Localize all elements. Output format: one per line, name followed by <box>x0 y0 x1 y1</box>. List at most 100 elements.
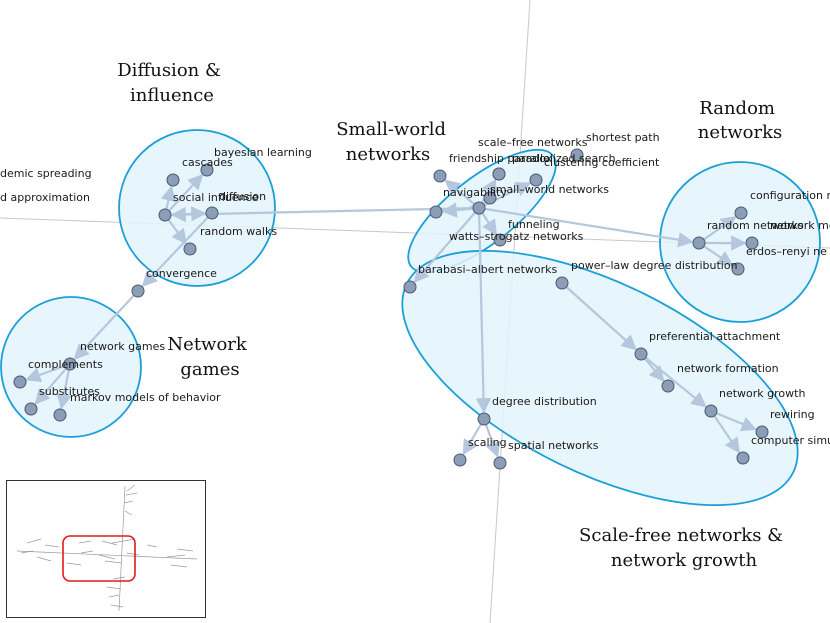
node-navig[interactable] <box>472 201 486 215</box>
edge-netgames-substitutes <box>34 363 71 405</box>
node-label-config[interactable]: configuration m <box>750 189 830 202</box>
node-label-erdos[interactable]: erdos–renyi ne <box>746 245 827 258</box>
node-barabasi[interactable] <box>403 280 417 294</box>
node-label-degree[interactable]: degree distribution <box>492 395 597 408</box>
node-spatial[interactable] <box>493 456 507 470</box>
minimap-mark <box>125 492 138 496</box>
node-randnet[interactable] <box>692 236 706 250</box>
node-label-complements[interactable]: complements <box>28 358 103 371</box>
node-label-substitutes[interactable]: substitutes <box>39 385 100 398</box>
node-label-netmodels[interactable]: network mo <box>770 219 830 232</box>
edge-social-diffusion <box>164 206 207 222</box>
node-friendship[interactable] <box>433 169 447 183</box>
node-config[interactable] <box>734 206 748 220</box>
edge-growth-rewiring <box>710 409 757 432</box>
node-label-computer[interactable]: computer simu <box>751 434 830 447</box>
node-label-convergence[interactable]: convergence <box>146 267 217 280</box>
node-label-growth[interactable]: network growth <box>719 387 805 400</box>
node-label-powerlaw[interactable]: power–law degree distribution <box>571 259 738 272</box>
node-label-bayesian[interactable]: bayesian learning <box>214 146 312 159</box>
node-label-navig[interactable]: navigability <box>443 186 507 199</box>
minimap-mark <box>124 510 133 516</box>
node-label-epidemic[interactable]: demic spreading <box>0 167 92 180</box>
node-netmodels[interactable] <box>745 236 759 250</box>
minimap-mark <box>111 538 136 544</box>
minimap[interactable] <box>6 480 206 618</box>
node-complements[interactable] <box>13 375 27 389</box>
node-netgames[interactable] <box>63 357 77 371</box>
node-smallworld[interactable] <box>483 191 497 205</box>
node-label-barabasi[interactable]: barabasi–albert networks <box>418 263 558 276</box>
node-growth[interactable] <box>704 404 718 418</box>
node-label-cascades[interactable]: cascades <box>182 156 233 169</box>
node-label-rewiring[interactable]: rewiring <box>770 408 815 421</box>
edge-diffusion-convergence <box>141 212 213 288</box>
node-randomwalks[interactable] <box>183 242 197 256</box>
edge-randnet-config <box>698 216 737 244</box>
edge-degree-scaling <box>462 418 485 456</box>
node-label-pref[interactable]: preferential attachment <box>649 330 781 343</box>
node-label-netgames[interactable]: network games <box>80 340 165 353</box>
edge-pref-growth <box>640 353 707 408</box>
cluster-title-diffusion: Diffusion & influence <box>117 60 226 106</box>
node-scaling[interactable] <box>453 453 467 467</box>
node-shortest[interactable] <box>570 148 584 162</box>
minimap-viewport[interactable] <box>62 535 136 582</box>
node-social[interactable] <box>158 208 172 222</box>
minimap-mark <box>104 560 123 564</box>
node-label-watts[interactable]: watts–strogatz networks <box>449 230 584 243</box>
minimap-thumbnail <box>16 484 198 612</box>
edge-convergence-netgames <box>73 290 139 361</box>
minimap-mark <box>170 564 188 568</box>
node-rewiring[interactable] <box>755 425 769 439</box>
node-substitutes[interactable] <box>24 402 38 416</box>
node-label-approx[interactable]: d approximation <box>0 191 90 204</box>
node-label-funneling[interactable]: funneling <box>508 218 560 231</box>
node-convergence[interactable] <box>131 284 145 298</box>
node-label-formation[interactable]: network formation <box>677 362 779 375</box>
node-computer[interactable] <box>736 451 750 465</box>
node-cascades[interactable] <box>166 173 180 187</box>
edge-degree-spatial <box>482 418 501 458</box>
edge-navig-randnet <box>478 206 694 248</box>
node-label-spatial[interactable]: spatial networks <box>508 439 599 452</box>
edge-netgames-complements <box>25 362 71 383</box>
node-label-social[interactable]: social influence <box>173 191 259 204</box>
node-erdos[interactable] <box>731 262 745 276</box>
edge-social-bayesian <box>164 173 204 216</box>
node-label-scalefree[interactable]: scale–free networks <box>478 136 588 149</box>
node-formation[interactable] <box>661 379 675 393</box>
node-label-randomwalks[interactable]: random walks <box>200 225 277 238</box>
node-label-smallworld[interactable]: small–world networks <box>490 183 609 196</box>
cluster-title-scale-free: Scale-free networks & network growth <box>579 525 789 571</box>
node-funneling[interactable] <box>493 233 507 247</box>
node-bayesian[interactable] <box>200 163 214 177</box>
node-label-randnet[interactable]: random networks <box>707 219 804 232</box>
node-watts[interactable] <box>429 205 443 219</box>
minimap-mark <box>146 544 158 548</box>
minimap-mark <box>20 550 34 554</box>
node-clustering[interactable] <box>529 173 543 187</box>
node-label-diffusion[interactable]: diffusion <box>219 190 266 203</box>
node-pref[interactable] <box>634 347 648 361</box>
minimap-mark <box>110 604 124 608</box>
node-label-markov[interactable]: markov models of behavior <box>70 391 221 404</box>
minimap-mark <box>108 594 120 598</box>
minimap-mark <box>78 540 92 544</box>
edge-navig-degree <box>475 207 492 414</box>
node-label-parallel[interactable]: parallelized search <box>512 152 616 165</box>
node-diffusion[interactable] <box>205 206 219 220</box>
node-label-friendship[interactable]: friendship paradox <box>449 152 553 165</box>
cluster-title-games: Network games <box>167 334 252 380</box>
node-degree[interactable] <box>477 412 491 426</box>
minimap-mark <box>98 554 116 560</box>
node-label-clustering[interactable]: clustering coefficient <box>544 156 660 169</box>
node-markov[interactable] <box>53 408 67 422</box>
node-label-shortest[interactable]: shortest path <box>586 131 660 144</box>
node-parallel[interactable] <box>492 167 506 181</box>
minimap-mark <box>123 500 134 504</box>
node-powerlaw[interactable] <box>555 276 569 290</box>
node-label-scaling[interactable]: scaling <box>468 436 507 449</box>
minimap-mark <box>16 550 198 560</box>
